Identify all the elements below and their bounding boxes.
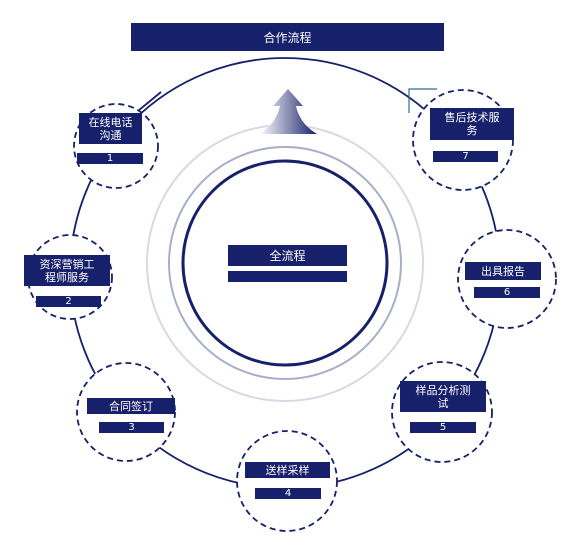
inner-ring-mid	[168, 146, 402, 380]
flow-corner-top-right	[408, 88, 437, 113]
step-5-ring	[391, 361, 493, 463]
step-7-label: 售后技术服 务	[430, 108, 514, 140]
diagram-title: 合作流程	[131, 23, 444, 51]
step-2-label: 资深营销工 程师服务	[24, 255, 110, 286]
step-1-label: 在线电话 沟通	[79, 113, 142, 144]
step-6-number: 6	[474, 287, 540, 298]
step-4-number: 4	[255, 488, 321, 499]
center-label: 全流程	[228, 245, 347, 266]
step-3-label: 合同签订	[87, 398, 175, 414]
step-5-number: 5	[410, 422, 476, 433]
center-bar	[228, 271, 347, 282]
step-3-number: 3	[99, 422, 164, 433]
up-arrow-icon	[259, 89, 317, 134]
step-5-label: 样品分析测 试	[400, 381, 486, 412]
step-2-number: 2	[36, 296, 101, 307]
step-6-label: 出具报告	[465, 262, 541, 280]
step-7-number: 7	[433, 151, 498, 162]
step-4-ring	[236, 430, 338, 532]
inner-ring-dark	[181, 159, 389, 367]
step-7-ring	[412, 89, 514, 191]
step-4-label: 送样采样	[245, 462, 330, 478]
step-1-number: 1	[77, 153, 143, 164]
